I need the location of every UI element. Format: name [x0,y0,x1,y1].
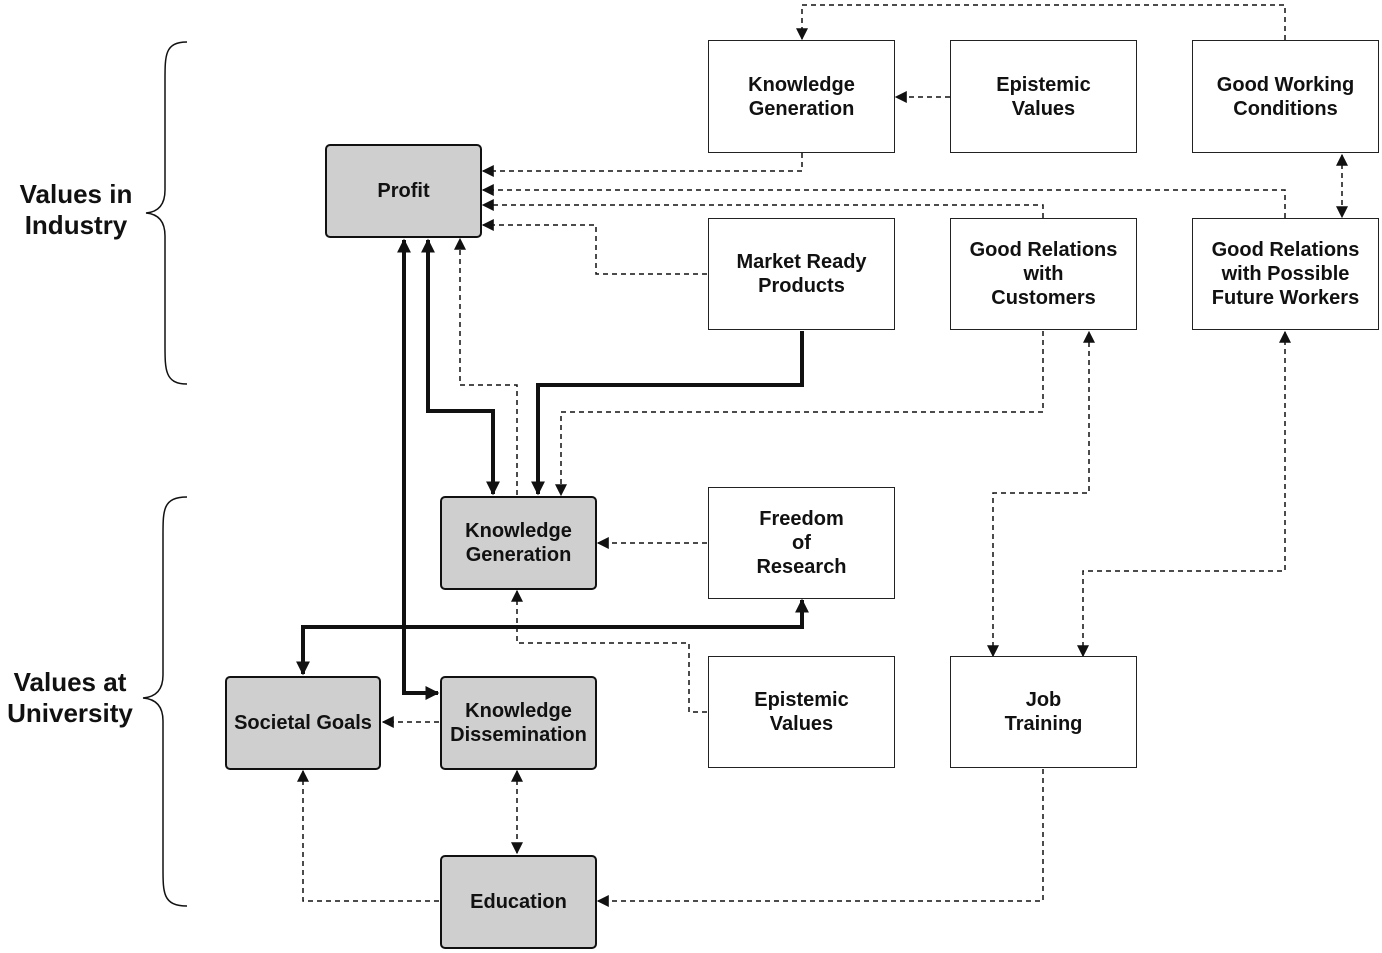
node-job-training: Job Training [950,656,1137,768]
edge-profit-dissemination [397,238,440,700]
node-good-relations-workers: Good Relations with Possible Future Work… [1192,218,1379,330]
node-label: Freedom of Research [756,508,847,578]
node-freedom-of-research: Freedom of Research [708,487,895,599]
node-label: Knowledge Generation [465,520,572,566]
edge-societal-freedom [296,598,809,676]
node-label: Knowledge Generation [748,73,855,120]
node-label: Job Training [1004,689,1083,735]
node-societal-goals: Societal Goals [225,676,381,770]
node-education: Education [440,855,597,949]
node-epistemic-values-industry: Epistemic Values [950,40,1137,153]
group-label-industry: Values in Industry [19,179,133,240]
node-market-ready-products: Market Ready Products [708,218,895,330]
node-label: Profit [377,180,430,202]
university-brace [142,496,188,907]
edge-market-to-kguni [531,331,804,496]
node-label: Good Relations with Possible Future Work… [1211,239,1360,309]
node-good-working-conditions: Good Working Conditions [1192,40,1379,153]
edge-kg-to-profit [481,153,803,177]
edge-job-workers [1077,330,1291,658]
node-knowledge-generation-university: Knowledge Generation [440,496,597,590]
node-label: Epistemic Values [754,689,849,735]
node-profit: Profit [325,144,482,238]
edge-workers-to-profit [481,184,1286,218]
node-epistemic-values-university: Epistemic Values [708,656,895,768]
edge-customers-to-profit [481,199,1044,218]
edge-kguni-to-profit [454,237,518,495]
edge-epistemic-to-kguni [511,589,707,713]
node-label: Good Working Conditions [1216,73,1355,120]
edge-market-to-profit [481,219,707,275]
edge-job-to-education [596,769,1044,907]
node-label: Knowledge Dissemination [450,700,587,746]
node-good-relations-customers: Good Relations with Customers [950,218,1137,330]
industry-brace [145,41,188,385]
node-knowledge-dissemination: Knowledge Dissemination [440,676,597,770]
edge-education-to-societal [297,769,439,902]
group-label-university: Values at University [7,667,133,728]
node-knowledge-generation-industry: Knowledge Generation [708,40,895,153]
node-label: Epistemic Values [996,73,1091,120]
edge-working-to-kg [796,4,1286,41]
node-label: Education [470,891,567,913]
node-label: Societal Goals [234,712,372,734]
node-label: Market Ready Products [736,251,867,297]
edge-job-customers [987,330,1095,658]
node-label: Good Relations with Customers [969,239,1118,309]
